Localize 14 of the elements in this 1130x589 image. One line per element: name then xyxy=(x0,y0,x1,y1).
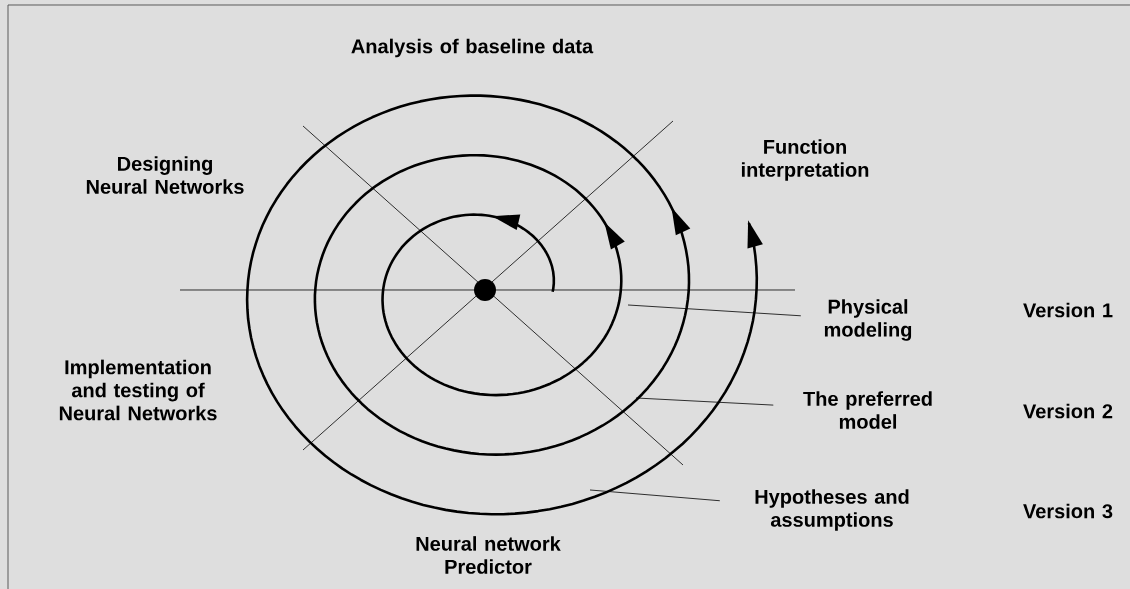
label-text: Version 2 xyxy=(1023,403,1113,419)
label-text: Designing Neural Networks xyxy=(86,156,244,194)
label-text: Physical modeling xyxy=(824,299,912,341)
leader-line xyxy=(627,304,802,317)
leader-line xyxy=(589,489,721,502)
label-text: The preferred model xyxy=(803,391,932,429)
label-text: Analysis of baseline data xyxy=(351,38,594,58)
leader-line xyxy=(635,397,774,406)
label-text: Hypotheses and assumptions xyxy=(755,489,909,531)
label-text: Neural network Predictor xyxy=(416,536,561,574)
label-text: Function interpretation xyxy=(741,139,869,181)
label-text: Implementation and testing of Neural Networks xyxy=(59,359,217,421)
label-text: Version 3 xyxy=(1023,503,1113,519)
label-text: Version 1 xyxy=(1023,302,1113,318)
